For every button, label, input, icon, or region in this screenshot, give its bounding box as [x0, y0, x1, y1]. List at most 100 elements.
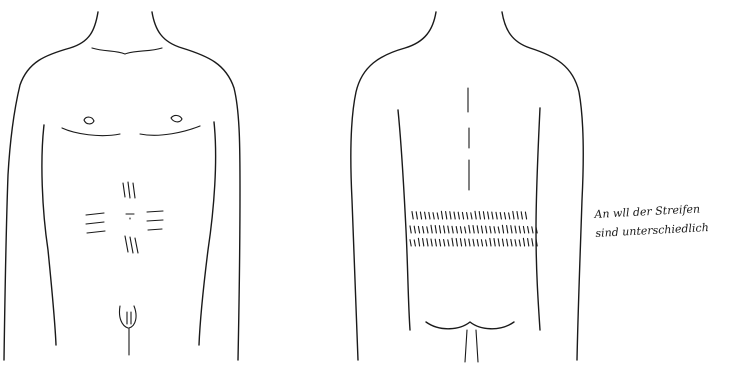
stripe-mark [414, 226, 415, 233]
stripe-mark [433, 213, 434, 219]
stripe-mark [446, 212, 447, 220]
front-genitals [119, 306, 136, 355]
stripe-mark [427, 239, 428, 246]
stripe-mark [444, 226, 445, 233]
stripe-mark [513, 211, 514, 219]
front-marks-upper [123, 182, 135, 198]
stripe-mark [477, 240, 478, 247]
stripe-mark [437, 213, 438, 219]
front-torso-left [42, 125, 56, 345]
back-buttocks [426, 322, 514, 329]
stripe-mark [420, 212, 421, 219]
front-navel [126, 214, 134, 219]
stripe-mark [500, 213, 501, 220]
stripe-mark [483, 212, 484, 219]
stripe-mark [502, 225, 503, 233]
stripe-mark [525, 212, 526, 219]
stripe-mark [515, 226, 516, 233]
stripe-mark [452, 238, 453, 246]
stripe-mark [458, 212, 459, 219]
stripe-mark [481, 240, 482, 246]
front-body-outline-right [152, 12, 240, 360]
stripe-mark [494, 239, 495, 246]
back-body-outline-left [351, 12, 436, 360]
stripe-mark [523, 238, 524, 246]
stripe-mark [502, 239, 503, 246]
stripe-mark [477, 226, 478, 233]
front-marks-lower [125, 236, 138, 253]
front-chest-line [62, 126, 200, 136]
stripe-mark [441, 211, 442, 219]
stripe-mark [481, 226, 482, 233]
stripe-mark [454, 212, 455, 219]
stripe-mark [439, 226, 440, 233]
stripe-mark [490, 226, 491, 233]
stripe-mark [469, 239, 470, 246]
stripe-mark [528, 239, 529, 247]
stripe-mark [473, 239, 474, 246]
stripe-mark [460, 239, 461, 246]
stripe-mark [507, 239, 508, 246]
stripe-mark [469, 225, 470, 233]
front-collarbone [92, 48, 162, 54]
stripe-mark [448, 240, 449, 246]
stripe-mark [494, 227, 495, 233]
stripe-mark [473, 226, 474, 233]
stripe-mark [509, 213, 510, 219]
stripe-mark [515, 240, 516, 246]
handwritten-note: An wll der Streifen sind unterschiedlich [594, 197, 746, 243]
stripe-mark [511, 226, 512, 233]
stripe-mark [519, 240, 520, 246]
stripe-mark [523, 226, 524, 233]
stripe-mark [452, 226, 453, 233]
stripe-mark [444, 240, 445, 246]
stripe-band [412, 211, 527, 219]
stripe-mark [418, 238, 419, 246]
stripe-mark [414, 240, 415, 246]
stripe-mark [431, 239, 432, 246]
stripe-mark [498, 227, 499, 233]
stripe-mark [486, 226, 487, 233]
stripe-mark [517, 212, 518, 219]
stripe-mark [423, 227, 424, 233]
stripe-mark [488, 212, 489, 219]
stripe-band [410, 225, 537, 233]
stripe-mark [410, 226, 411, 233]
stripe-mark [467, 213, 468, 219]
stripe-mark [490, 238, 491, 246]
stripe-mark [465, 227, 466, 233]
front-nipple-left [84, 117, 94, 124]
stripe-mark [504, 213, 505, 219]
back-body-outline-right [502, 12, 583, 360]
stripe-mark [460, 227, 461, 233]
stripe-mark [412, 212, 413, 219]
stripe-band [410, 238, 537, 246]
back-torso-right [536, 108, 540, 330]
front-body-outline [4, 12, 98, 360]
back-stripes [410, 211, 537, 246]
stripe-mark [410, 240, 411, 246]
back-spine [468, 88, 469, 190]
stripe-mark [425, 212, 426, 219]
stripe-mark [456, 227, 457, 234]
front-nipple-right [171, 115, 182, 121]
stripe-mark [532, 227, 533, 233]
front-marks-right [147, 211, 163, 230]
stripe-mark [528, 227, 529, 233]
stripe-mark [416, 212, 417, 219]
front-figure [4, 12, 240, 360]
stripe-mark [456, 239, 457, 247]
front-torso-right [199, 122, 216, 345]
stripe-mark [427, 227, 428, 233]
stripe-mark [511, 239, 512, 246]
stripe-mark [435, 239, 436, 246]
stripe-mark [532, 239, 533, 246]
stripe-mark [486, 240, 487, 246]
stripe-mark [498, 239, 499, 246]
stripe-mark [471, 213, 472, 219]
stripe-mark [418, 226, 419, 233]
stripe-mark [429, 212, 430, 219]
back-cleft [465, 330, 478, 362]
stripe-mark [475, 211, 476, 219]
